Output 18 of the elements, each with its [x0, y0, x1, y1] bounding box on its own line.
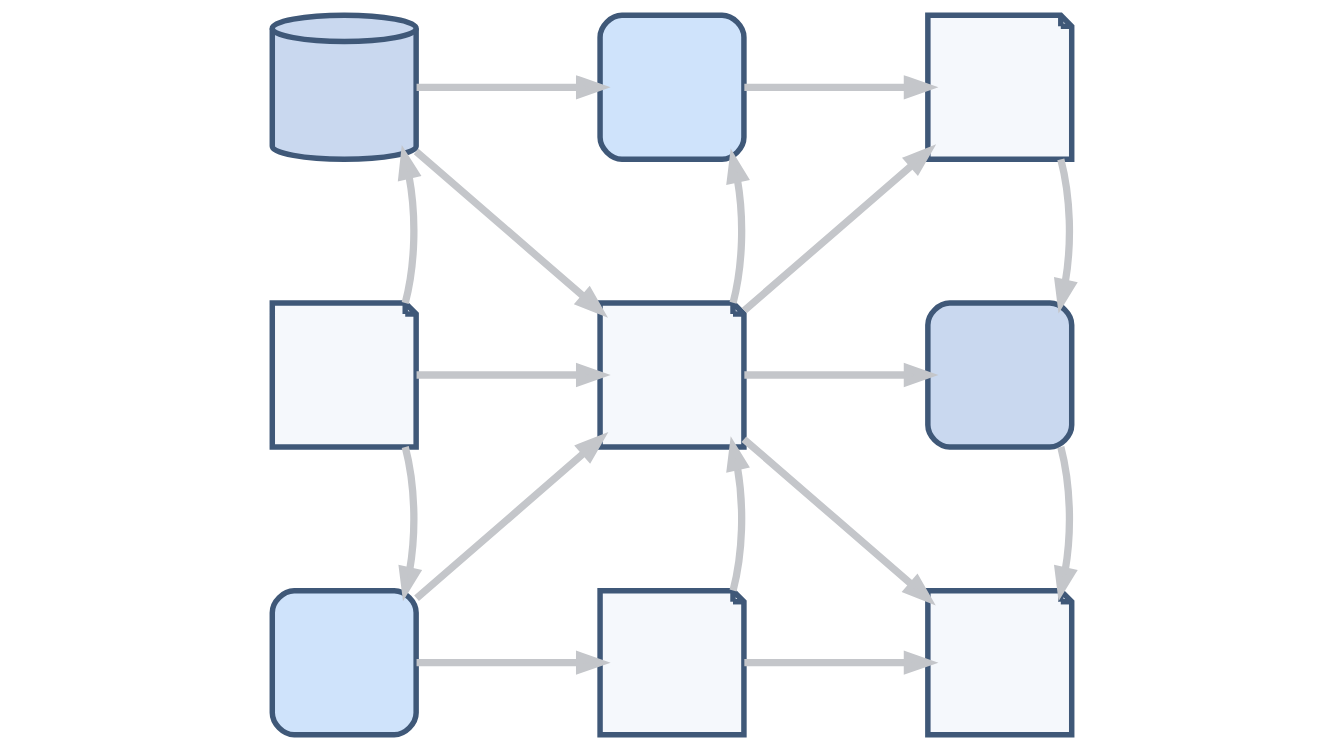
arrow [744, 650, 939, 675]
arrow [741, 436, 936, 606]
arrow [414, 431, 609, 601]
node-box [597, 12, 747, 162]
arrow [398, 446, 423, 602]
arrow [1054, 158, 1078, 314]
arrow [744, 362, 939, 388]
arrow [397, 145, 422, 304]
arrow [416, 75, 611, 100]
arrow [744, 75, 939, 100]
arrow [413, 148, 608, 318]
node-box [269, 588, 419, 738]
arrow [726, 148, 750, 304]
arrow [416, 362, 611, 388]
arrow [416, 650, 611, 675]
node-box [925, 300, 1075, 450]
arrow [726, 436, 750, 592]
arrow [741, 144, 937, 314]
